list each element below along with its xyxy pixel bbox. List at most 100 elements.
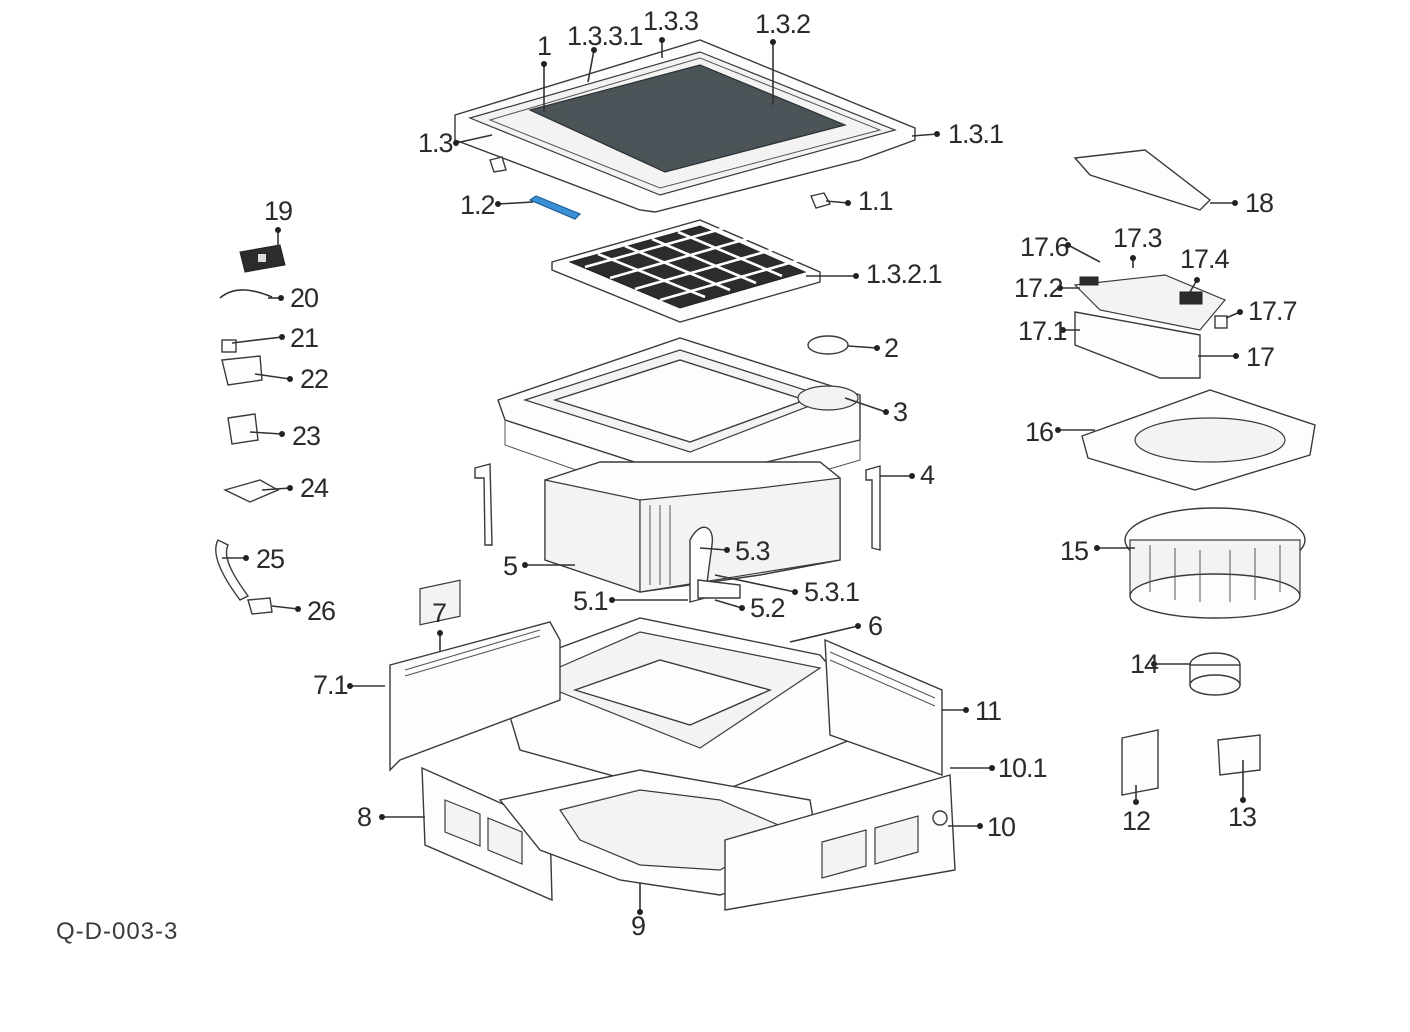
- callout-1-1[interactable]: 1.1: [858, 186, 894, 216]
- callout-5-3-1[interactable]: 5.3.1: [804, 577, 860, 607]
- valve-part-23[interactable]: [227, 413, 259, 445]
- fan-shroud-part[interactable]: [1081, 389, 1316, 491]
- side-panel-front-right[interactable]: [724, 774, 956, 911]
- callout-17-3[interactable]: 17.3: [1113, 223, 1163, 253]
- control-box-part[interactable]: [1074, 311, 1201, 379]
- callout-19[interactable]: 19: [264, 196, 293, 226]
- leader-dot: [909, 473, 915, 479]
- leader-dot: [739, 605, 745, 611]
- callout-17-2[interactable]: 17.2: [1014, 273, 1064, 303]
- leader-line: [699, 547, 728, 551]
- callout-labels: 1 1.3.3.1 1.3.3 1.3.2 1.3 1.3.1 1.2 1.1 …: [256, 6, 1298, 941]
- callout-10[interactable]: 10: [987, 812, 1016, 842]
- leader-dot: [1233, 353, 1239, 359]
- callout-24[interactable]: 24: [300, 473, 330, 503]
- callout-5-1[interactable]: 5.1: [573, 586, 609, 616]
- leader-line: [789, 625, 859, 643]
- leader-dot: [347, 683, 353, 689]
- drain-pan-frame-part[interactable]: [497, 337, 861, 511]
- drain-hose-part[interactable]: [215, 539, 250, 601]
- mounting-bracket-part[interactable]: [1121, 729, 1159, 796]
- callout-1-2[interactable]: 1.2: [460, 190, 496, 220]
- remote-receiver-part[interactable]: [239, 244, 286, 273]
- support-bracket-left[interactable]: [474, 463, 493, 546]
- callout-7-1[interactable]: 7.1: [313, 670, 349, 700]
- callout-1-3[interactable]: 1.3: [418, 128, 454, 158]
- callout-1-3-1[interactable]: 1.3.1: [948, 119, 1004, 149]
- callout-12[interactable]: 12: [1122, 806, 1151, 836]
- control-cover-part[interactable]: [1073, 149, 1212, 211]
- callout-1-3-3[interactable]: 1.3.3: [643, 6, 699, 36]
- support-bracket-right[interactable]: [865, 465, 881, 551]
- leader-dot: [853, 273, 859, 279]
- float-switch-part[interactable]: [221, 339, 237, 353]
- callout-15[interactable]: 15: [1060, 536, 1089, 566]
- side-panel-front-left[interactable]: [421, 766, 553, 902]
- callout-7[interactable]: 7: [432, 598, 447, 628]
- leader-line: [714, 574, 796, 593]
- callout-14[interactable]: 14: [1130, 649, 1160, 679]
- leader-dot: [295, 606, 301, 612]
- callout-8[interactable]: 8: [357, 802, 372, 832]
- centrifugal-fan-part[interactable]: [1124, 507, 1306, 619]
- leader-dot: [1057, 285, 1063, 291]
- leader-line: [271, 605, 299, 610]
- callout-1[interactable]: 1: [537, 31, 552, 61]
- callout-1-3-3-1[interactable]: 1.3.3.1: [567, 21, 644, 51]
- callout-17[interactable]: 17: [1246, 342, 1275, 372]
- drain-pan-part[interactable]: [504, 617, 851, 801]
- clip-part-left[interactable]: [489, 156, 507, 173]
- callout-17-1[interactable]: 17.1: [1018, 316, 1068, 346]
- diagram-code: Q-D-003-3: [56, 918, 179, 945]
- side-panel-right[interactable]: [824, 638, 943, 776]
- front-panel-part[interactable]: [454, 39, 916, 213]
- callout-13[interactable]: 13: [1228, 802, 1257, 832]
- leader-dot: [275, 227, 281, 233]
- callout-5-3[interactable]: 5.3: [735, 536, 771, 566]
- leader-line: [911, 133, 938, 137]
- callout-5-2[interactable]: 5.2: [750, 593, 786, 623]
- callout-5[interactable]: 5: [503, 551, 518, 581]
- callout-21[interactable]: 21: [290, 323, 319, 353]
- heat-exchanger-part[interactable]: [544, 461, 841, 603]
- leader-dot: [279, 431, 285, 437]
- clamp-part[interactable]: [1217, 734, 1261, 776]
- callout-4[interactable]: 4: [920, 460, 936, 490]
- callout-17-6[interactable]: 17.6: [1020, 232, 1070, 262]
- control-board-part[interactable]: [1073, 274, 1228, 331]
- callout-23[interactable]: 23: [292, 421, 321, 451]
- leader-dot: [1094, 545, 1100, 551]
- side-panel-left[interactable]: [389, 579, 561, 772]
- callout-17-7[interactable]: 17.7: [1248, 296, 1298, 326]
- callout-2[interactable]: 2: [884, 333, 899, 363]
- callout-16[interactable]: 16: [1025, 417, 1054, 447]
- filter-bar-highlighted[interactable]: [528, 195, 582, 220]
- callout-18[interactable]: 18: [1245, 188, 1274, 218]
- leader-dot: [495, 201, 501, 207]
- callout-20[interactable]: 20: [290, 283, 319, 313]
- callout-6[interactable]: 6: [868, 611, 883, 641]
- leader-dot: [792, 589, 798, 595]
- callout-26[interactable]: 26: [307, 596, 336, 626]
- callout-9[interactable]: 9: [631, 911, 646, 941]
- leader-dot: [1133, 799, 1139, 805]
- seal-ring-part[interactable]: [807, 335, 849, 355]
- drain-pump-part[interactable]: [221, 355, 263, 386]
- callout-22[interactable]: 22: [300, 364, 329, 394]
- callout-17-4[interactable]: 17.4: [1180, 244, 1231, 274]
- callout-25[interactable]: 25: [256, 544, 285, 574]
- callout-1-3-2[interactable]: 1.3.2: [755, 9, 811, 39]
- wire-lead-part[interactable]: [219, 289, 273, 299]
- fan-motor-part[interactable]: [1189, 652, 1241, 696]
- callout-11[interactable]: 11: [975, 696, 1002, 726]
- leader-line: [825, 200, 849, 204]
- callout-10-1[interactable]: 10.1: [998, 753, 1048, 783]
- clip-part-right[interactable]: [810, 192, 832, 209]
- callout-1-3-2-1[interactable]: 1.3.2.1: [866, 259, 943, 289]
- callout-leaders: [222, 37, 1246, 915]
- callout-3[interactable]: 3: [893, 397, 908, 427]
- air-filter-grid-part[interactable]: [551, 219, 821, 323]
- valve-part-24[interactable]: [223, 479, 280, 503]
- leader-dot: [637, 909, 643, 915]
- hose-clamp-part[interactable]: [247, 597, 273, 615]
